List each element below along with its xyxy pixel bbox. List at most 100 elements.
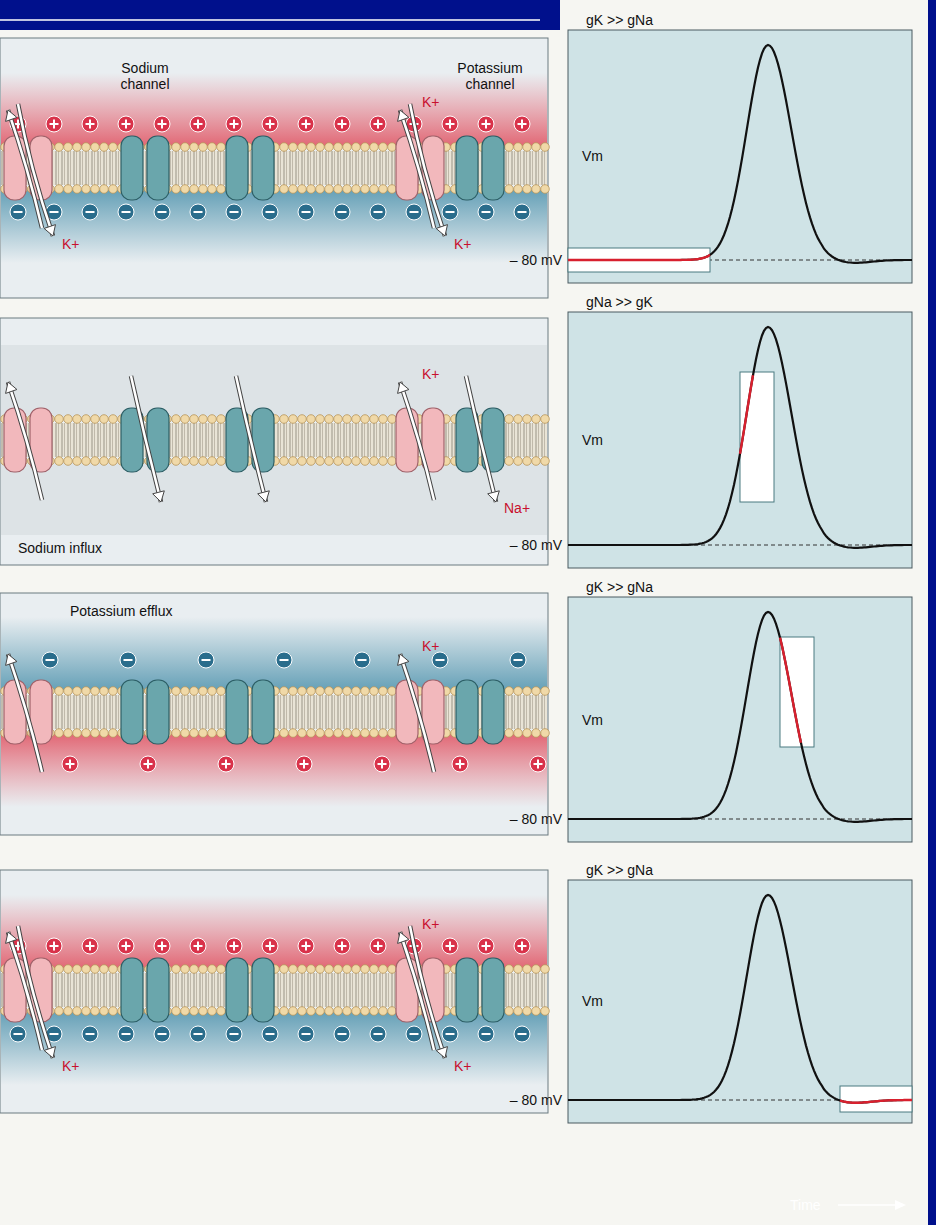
- extracellular-ground: [1, 73, 547, 146]
- negative-charge: [406, 204, 422, 220]
- label: K+: [62, 1058, 80, 1074]
- positive-charge: [478, 116, 494, 132]
- negative-charge: [154, 204, 170, 220]
- positive-charge: [82, 938, 98, 954]
- label: Sodium influx: [18, 540, 102, 556]
- phase-highlight: [740, 372, 774, 502]
- label: K+: [422, 638, 440, 654]
- label: K+: [422, 366, 440, 382]
- potassium-flow-arrow: [6, 654, 42, 772]
- negative-charge: [276, 652, 292, 668]
- phase-segment: [780, 638, 801, 743]
- sodium-channel: [226, 958, 274, 1022]
- negative-charge: [120, 652, 136, 668]
- negative-charge: [190, 204, 206, 220]
- sodium-channel: [456, 958, 504, 1022]
- positive-charge: [334, 116, 350, 132]
- positive-charge: [190, 938, 206, 954]
- positive-charge: [62, 756, 78, 772]
- negative-charge: [118, 204, 134, 220]
- sodium-flow-arrow: [236, 376, 269, 502]
- negative-charge: [354, 652, 370, 668]
- phase-highlight: [840, 1086, 912, 1112]
- negative-charge: [198, 652, 214, 668]
- membrane-panel: [0, 870, 548, 1113]
- label: – 80 mV: [510, 811, 562, 827]
- action-potential-curve: [568, 612, 912, 822]
- negative-charge: [262, 204, 278, 220]
- positive-charge: [46, 938, 62, 954]
- sodium-channel: [226, 680, 274, 744]
- label: Vm: [582, 712, 603, 728]
- intracellular-ground: [1, 462, 547, 535]
- negative-charge: [10, 1026, 26, 1042]
- sodium-flow-arrow: [131, 376, 164, 502]
- label: Vm: [582, 148, 603, 164]
- sodium-channel: [121, 136, 169, 200]
- potassium-flow-arrow: [410, 104, 447, 236]
- positive-charge: [154, 938, 170, 954]
- positive-charge: [118, 116, 134, 132]
- sodium-channel: [456, 680, 504, 744]
- membrane-panel: [0, 38, 548, 298]
- negative-charge: [118, 1026, 134, 1042]
- potassium-flow-arrow: [18, 926, 55, 1058]
- slide-band: [0, 0, 560, 30]
- negative-charge: [226, 204, 242, 220]
- positive-charge: [262, 116, 278, 132]
- extracellular-ground: [1, 617, 547, 690]
- label: Vm: [582, 432, 603, 448]
- label: gK >> gNa: [586, 579, 653, 595]
- sodium-channel: [456, 136, 504, 200]
- label: K+: [62, 236, 80, 252]
- label: K+: [422, 94, 440, 110]
- positive-charge: [298, 116, 314, 132]
- negative-charge: [298, 204, 314, 220]
- positive-charge: [46, 116, 62, 132]
- graph-frame: [568, 312, 912, 568]
- positive-charge: [118, 938, 134, 954]
- potassium-flow-arrow: [18, 104, 55, 236]
- positive-charge: [296, 756, 312, 772]
- negative-charge: [226, 1026, 242, 1042]
- positive-charge: [226, 938, 242, 954]
- sodium-channel: [121, 680, 169, 744]
- intracellular-ground: [1, 734, 547, 807]
- extracellular-ground: [1, 895, 547, 968]
- label: – 80 mV: [510, 1092, 562, 1108]
- phase-highlight: [568, 248, 710, 272]
- graph-frame: [568, 880, 912, 1123]
- label: Potassium channel: [448, 60, 532, 92]
- negative-charge: [478, 204, 494, 220]
- negative-charge: [370, 204, 386, 220]
- negative-charge: [442, 204, 458, 220]
- negative-charge: [370, 1026, 386, 1042]
- positive-charge: [334, 938, 350, 954]
- graph-frame: [568, 30, 912, 283]
- action-potential-curve: [568, 327, 912, 548]
- potassium-flow-arrow: [398, 382, 434, 500]
- label: K+: [422, 916, 440, 932]
- intracellular-ground: [1, 1012, 547, 1085]
- label: – 80 mV: [510, 252, 562, 268]
- negative-charge: [10, 204, 26, 220]
- positive-charge: [190, 116, 206, 132]
- positive-charge: [452, 756, 468, 772]
- sodium-channel: [226, 136, 274, 200]
- positive-charge: [514, 116, 530, 132]
- membrane-panel: [0, 318, 548, 565]
- time-arrow: [838, 1200, 906, 1210]
- negative-charge: [406, 1026, 422, 1042]
- sodium-flow-arrow: [466, 376, 499, 502]
- phase-highlight: [780, 637, 814, 747]
- label: K+: [454, 1058, 472, 1074]
- positive-charge: [226, 116, 242, 132]
- label: Na+: [504, 500, 530, 516]
- label: – 80 mV: [510, 537, 562, 553]
- potassium-flow-arrow: [6, 382, 42, 500]
- negative-charge: [514, 1026, 530, 1042]
- negative-charge: [190, 1026, 206, 1042]
- phase-segment: [840, 1100, 912, 1103]
